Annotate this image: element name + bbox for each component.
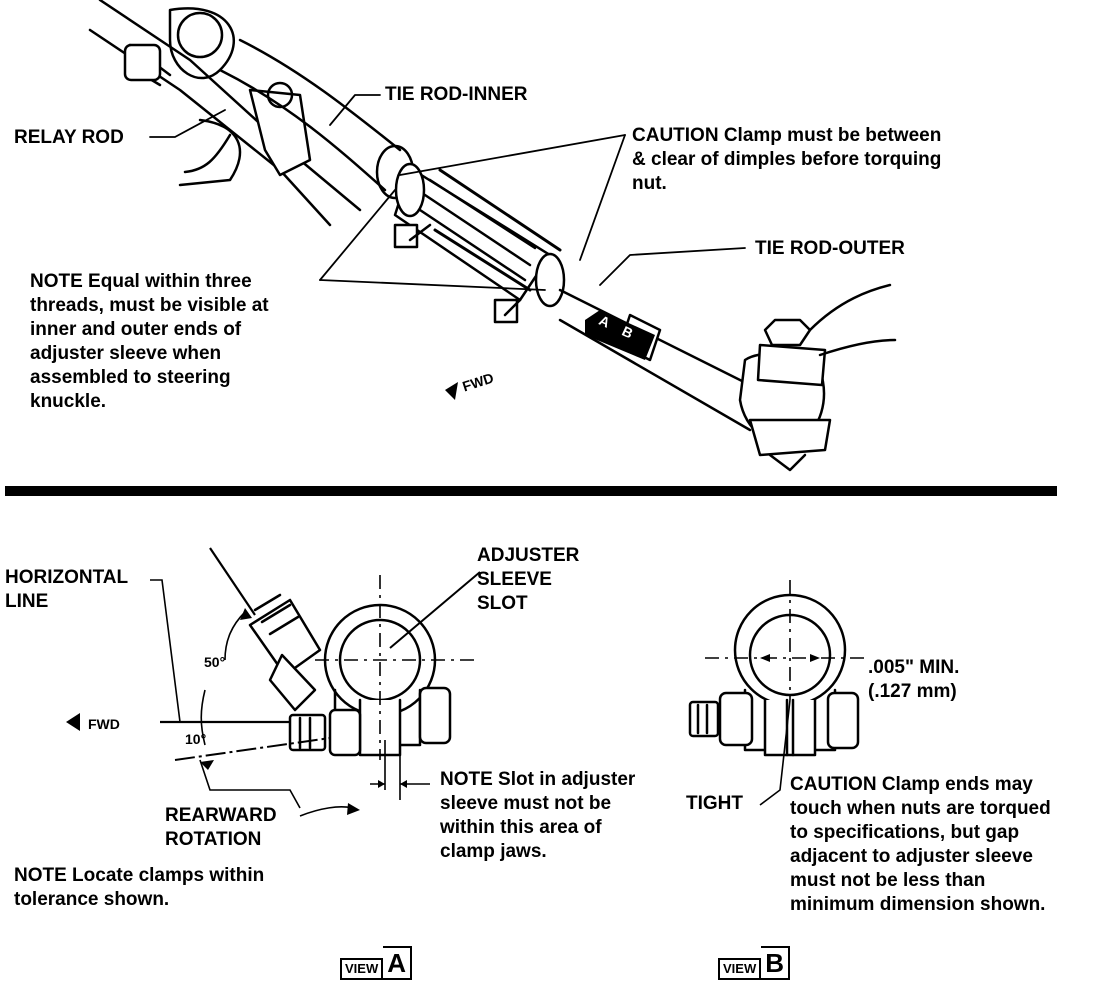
view-b-arrowheads [760,654,820,662]
relay-rod-label: RELAY ROD [14,127,124,148]
section-divider [5,486,1057,496]
rearward-rotation-label: REARWARD ROTATION [165,805,277,850]
fwd-arrow-icon-top [445,382,458,400]
view-b-construction-lines [705,580,870,806]
relay-rod-drawing [88,0,362,227]
top-leader-lines [149,94,746,291]
note-slot-label: NOTE Slot in adjuster sleeve must not be… [440,769,636,862]
tight-label: TIGHT [686,793,743,814]
tie-rod-inner-label: TIE ROD-INNER [385,84,528,105]
angle-10-label: 10° [185,731,207,747]
tie-rod-outer-drawing [558,283,897,472]
fwd-label-view-a: FWD [88,716,120,732]
view-b-badge-letter: B [761,946,791,980]
view-a-drawing [248,593,452,757]
view-b-badge: VIEW B [718,946,791,980]
note-locate-label: NOTE Locate clamps within tolerance show… [14,865,265,910]
adjuster-sleeve-slot-label: ADJUSTER SLEEVE SLOT [477,545,580,614]
view-a-construction-lines [150,547,481,817]
view-b-badge-word: VIEW [718,958,762,980]
horizontal-line-label: HORIZONTAL LINE [5,567,129,612]
view-a-badge: VIEW A [340,946,413,980]
caution-clamp-label: CAUTION Clamp must be between & clear of… [632,125,942,194]
sleeve-letters-marker [585,310,655,360]
tie-rod-outer-label: TIE ROD-OUTER [755,238,905,259]
view-a-badge-letter: A [383,946,413,980]
view-a-arrowheads [200,608,407,815]
fwd-arrow-icon-view-a [66,713,80,731]
angle-50-label: 50° [204,654,226,670]
view-a-badge-word: VIEW [340,958,384,980]
min-dimension-label: .005" MIN. (.127 mm) [868,657,960,702]
adjuster-sleeve-drawing [393,162,566,324]
caution-clamp-ends-label: CAUTION Clamp ends may touch when nuts a… [790,774,1051,915]
note-threads-label: NOTE Equal within three threads, must be… [30,271,269,412]
view-b-drawing [688,593,860,757]
